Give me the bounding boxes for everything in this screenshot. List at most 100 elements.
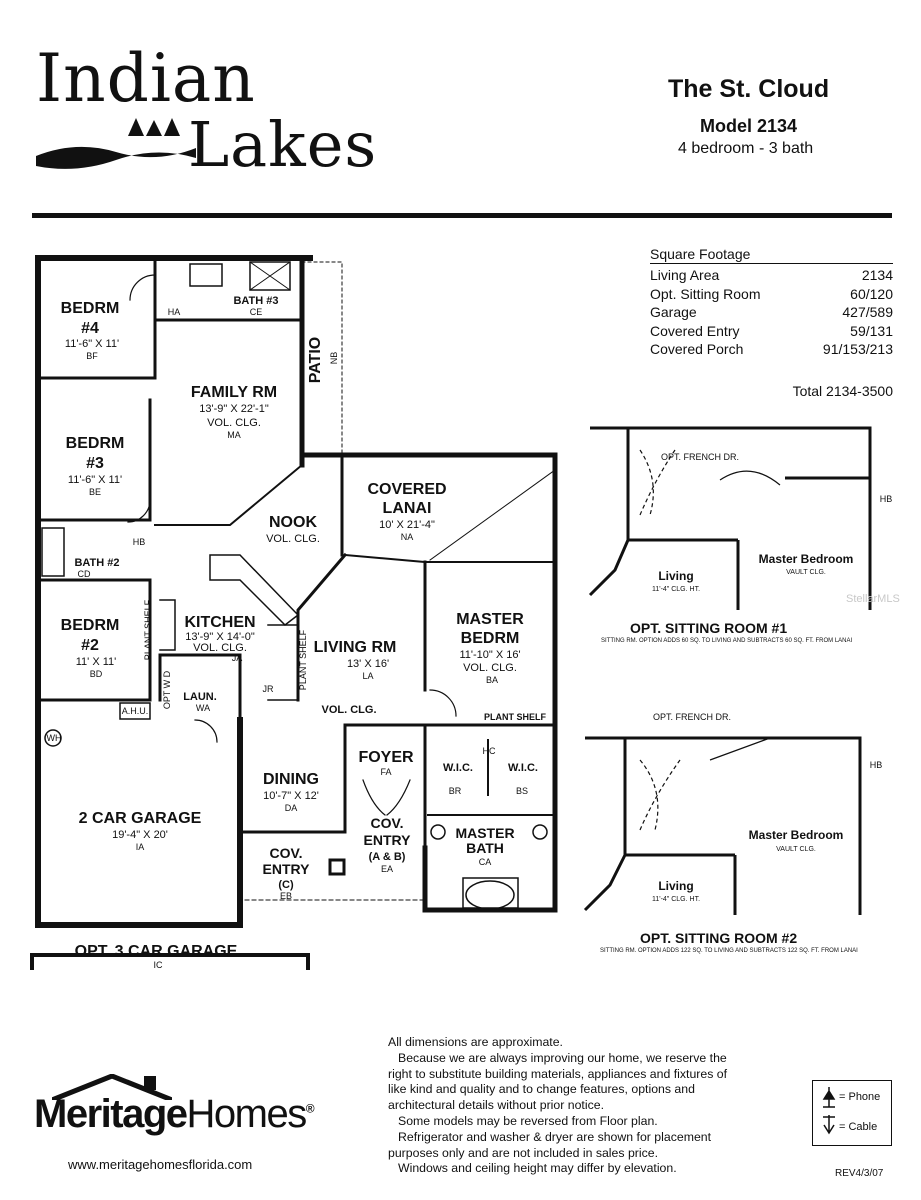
sqft-label: Opt. Sitting Room [650,285,761,302]
opt-sitting-room-2-plan: OPT. FRENCH DR. HB Master Bedroom VAULT … [583,712,883,915]
label-wic-2: W.I.C. [508,762,538,774]
opt2-living-label: Living [658,879,693,893]
note-nook: VOL. CLG. [266,533,320,545]
size-bedrm4: 11'-6" X 11' [65,338,119,350]
size-garage: 19'-4" X 20' [112,829,168,841]
brand-title-indian: Indian [36,40,256,117]
code-covered-lanai: NA [401,532,414,542]
code-bath3: CE [250,307,263,317]
phone-icon [822,1087,836,1108]
size-kitchen: 13'-9" X 14'-0" [185,631,255,643]
brand-title-lakes: Lakes [188,108,378,181]
sqft-value: 60/120 [850,285,893,302]
opt2-walls [583,736,862,915]
label-jr: JR [263,684,275,694]
legend-cable: = Cable [839,1121,878,1133]
size-master-bedrm: 11'-10" X 16' [459,649,520,661]
label-bedrm2-number: #2 [81,637,99,654]
meritage-roof-logo [52,1074,172,1100]
size-covered-lanai: 10' X 21'-4" [379,519,435,531]
code-cov-entry-c: EB [280,891,292,901]
label-bedrm4-number: #4 [81,320,99,337]
label-opt-wd: OPT W D [162,670,172,709]
builder-website: www.meritagehomesflorida.com [68,1157,253,1172]
label-laundry: LAUN. [183,691,217,703]
plan-walls [30,255,558,970]
opt1-note: SITTING RM. OPTION ADDS 60 SQ. TO LIVING… [601,638,853,644]
code-bedrm3: BE [89,487,101,497]
label-ahu: A.H.U. [122,706,149,716]
opt1-walls [588,426,872,610]
label-master-bedrm-2: BEDRM [461,630,520,647]
disclaimer-line: All dimensions are approximate. [388,1035,563,1049]
opt2-master-label: Master Bedroom [749,828,844,842]
code-dining: DA [285,803,298,813]
note-vol-clg: VOL. CLG. [322,704,377,716]
opt2-note: SITTING RM. OPTION ADDS 122 SQ. TO LIVIN… [600,948,858,954]
code-family-rm: MA [227,430,241,440]
sqft-value: 91/153/213 [822,341,893,357]
square-footage-total: Total 2134-3500 [792,383,893,399]
label-water-heater: WH [47,733,62,743]
code-opt-garage: IC [154,960,164,970]
sqft-row: Covered Porch 91/153/213 [650,341,893,360]
code-foyer: FA [380,767,391,777]
sqft-row: Garage 427/589 [650,304,893,323]
square-footage-heading: Square Footage [650,246,893,264]
code-ha: HA [168,307,181,317]
opt1-master-sub: VAULT CLG. [786,569,826,576]
label-covered-lanai: COVERED [367,481,446,498]
code-master-bath: CA [479,857,492,867]
size-family-rm: 13'-9" X 22'-1" [199,403,269,415]
opt2-title: OPT. SITTING ROOM #2 [640,930,798,946]
label-bedrm2: BEDRM [61,617,120,634]
model-name: The St. Cloud [668,75,830,103]
floor-plan: BEDRM #4 11'-6" X 11' BF BATH #3 CE HA P… [30,255,558,970]
header-divider [32,213,892,218]
label-cov-entry-ab-2: ENTRY [364,832,412,848]
sqft-label: Garage [650,304,697,320]
label-hc: HC [483,746,496,756]
label-cov-entry-c: COV. [270,845,303,861]
code-bedrm4: BF [86,351,98,361]
sqft-value: 59/131 [850,322,893,339]
label-master-bath: MASTER [455,825,514,841]
code-kitchen: JA [232,653,243,663]
size-bedrm3: 11'-6" X 11' [68,474,122,486]
code-garage: IA [136,842,145,852]
code-hb: HB [133,537,146,547]
size-dining: 10'-7" X 12' [263,790,319,802]
label-cov-entry-c-2: ENTRY [263,861,311,877]
label-master-bedrm: MASTER [456,611,524,628]
label-cov-entry-ab-3: (A & B) [369,851,406,863]
label-bedrm4: BEDRM [61,300,120,317]
mls-watermark: StellarMLS [846,593,900,605]
code-bedrm2: BD [90,669,103,679]
cable-icon [823,1115,835,1135]
meritage-logo-text: MeritageHomes® [34,1092,315,1137]
opt2-hb-label: HB [870,760,883,770]
opt1-master-label: Master Bedroom [759,552,854,566]
opt2-french-door-label: OPT. FRENCH DR. [653,712,731,722]
label-bedrm3-number: #3 [86,455,104,472]
sqft-value: 427/589 [842,304,893,320]
label-master-bath-2: BATH [466,840,504,856]
sqft-label: Covered Porch [650,341,744,357]
model-beds-baths: 4 bedroom - 3 bath [678,140,814,157]
logo-homes: Homes [186,1092,308,1136]
opt2-master-sub: VAULT CLG. [776,846,816,853]
label-dining: DINING [263,771,319,788]
label-bath2: BATH #2 [74,557,119,569]
code-patio: NB [329,352,339,365]
label-patio: PATIO [307,337,324,384]
label-living-rm: LIVING RM [314,639,397,656]
label-bath3: BATH #3 [233,295,278,307]
label-plant-shelf-2: PLANT SHELF [298,629,308,690]
label-bedrm3: BEDRM [66,435,125,452]
brand-logo-mark [36,118,196,169]
label-kitchen: KITCHEN [184,614,255,631]
sqft-label: Living Area [650,267,720,283]
note-kitchen: VOL. CLG. [193,642,247,654]
